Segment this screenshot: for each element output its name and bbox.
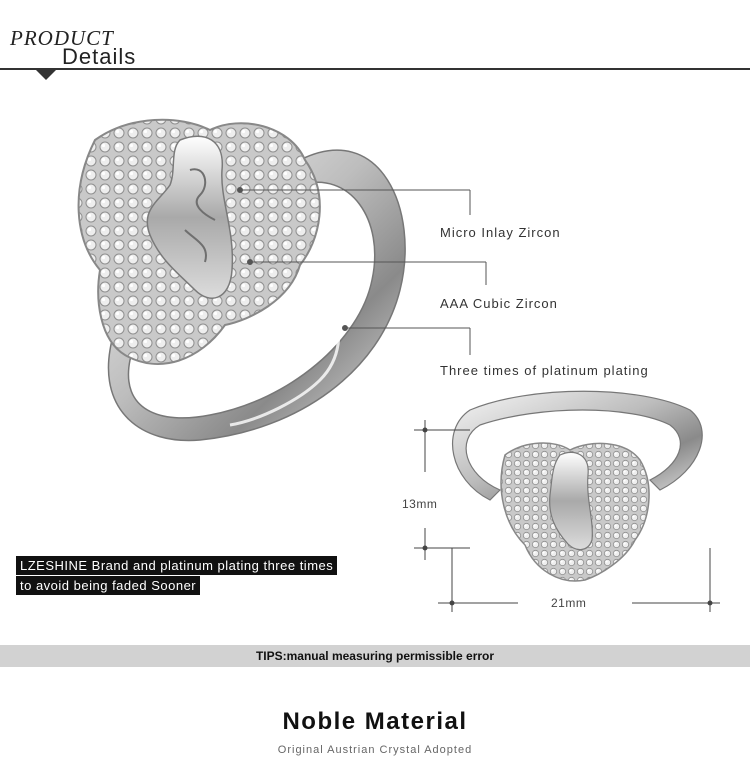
brand-text-line2: to avoid being faded Sooner <box>16 576 201 595</box>
callout-micro-inlay-zircon: Micro Inlay Zircon <box>440 225 561 240</box>
callout-platinum-plating: Three times of platinum plating <box>440 363 649 378</box>
dimension-width-label: 21mm <box>551 596 587 610</box>
noble-material-subtitle: Original Austrian Crystal Adopted <box>277 744 473 756</box>
header-arrow-icon <box>36 70 56 80</box>
dimension-lines <box>414 420 720 612</box>
header-divider <box>0 68 750 70</box>
noble-material-title: Noble Material <box>282 708 468 735</box>
dimension-height-label: 13mm <box>402 497 438 511</box>
header-title-details: Details <box>62 44 137 69</box>
large-ring <box>77 118 406 442</box>
header-title-product: PRODUCT <box>10 26 114 50</box>
callout-aaa-cubic-zircon: AAA Cubic Zircon <box>440 296 558 311</box>
brand-text-line1: LZESHINE Brand and platinum plating thre… <box>16 556 338 575</box>
small-ring <box>452 390 703 582</box>
tips-bar: TIPS:manual measuring permissible error <box>0 645 750 667</box>
tips-text: TIPS:manual measuring permissible error <box>255 649 495 663</box>
callout-lines <box>237 187 487 355</box>
